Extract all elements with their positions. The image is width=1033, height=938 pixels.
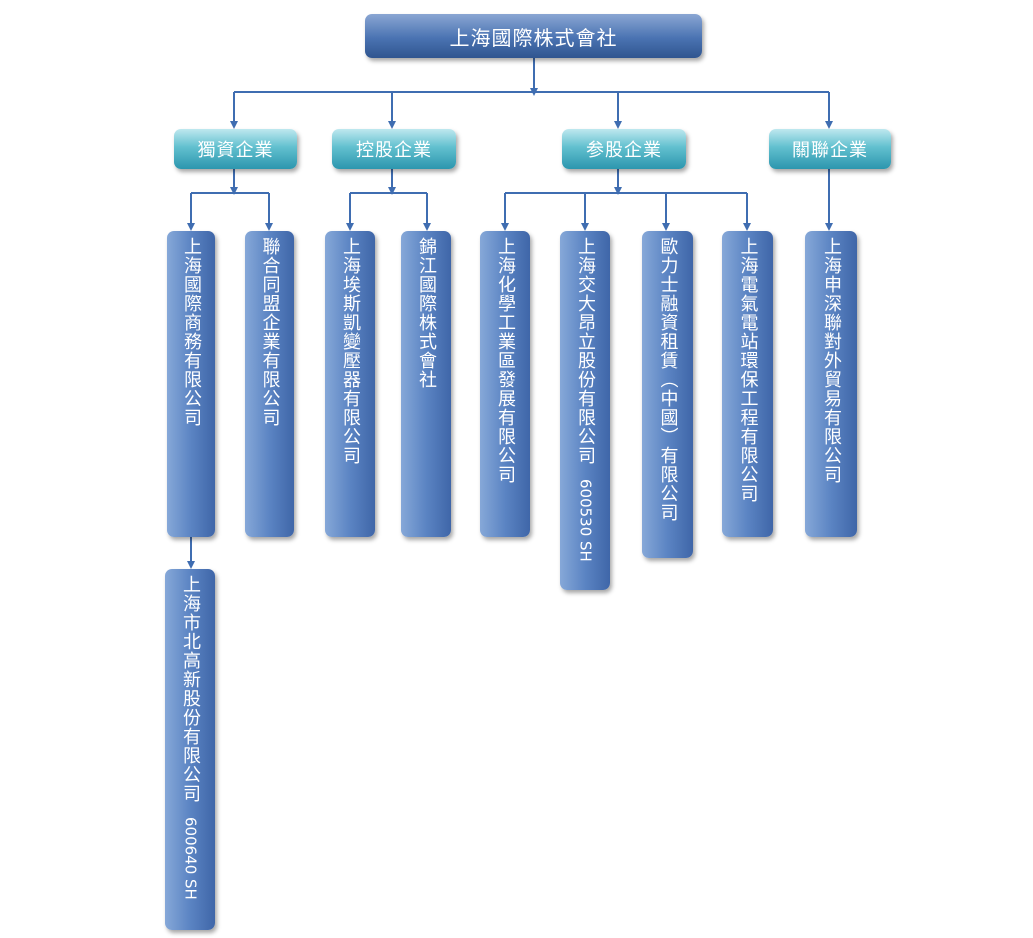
company-node-c5: 上海化學工業區發展有限公司	[480, 231, 530, 537]
company-node-c1: 上海國際商務有限公司	[167, 231, 215, 537]
company-node-c3: 上海埃斯凱變壓器有限公司	[325, 231, 375, 537]
category-label: 控股企業	[356, 140, 432, 161]
company-name: 聯合同盟企業有限公司	[259, 237, 281, 427]
company-node-c6: 上海交大昂立股份有限公司 600530 SH	[560, 231, 610, 590]
company-node-c4: 錦江國際株式會社	[401, 231, 451, 537]
stock-code: 600640 SH	[181, 817, 200, 900]
root-node: 上海國際株式會社	[365, 14, 702, 58]
company-node-c7: 歐力士融資租賃（中國）有限公司	[642, 231, 693, 558]
company-name: 上海電氣電站環保工程有限公司	[737, 237, 759, 503]
company-node-c10: 上海市北高新股份有限公司 600640 SH	[165, 569, 215, 930]
company-name: 上海國際商務有限公司	[181, 237, 202, 427]
company-node-c8: 上海電氣電站環保工程有限公司	[722, 231, 773, 537]
category-equity-participation: 参股企業	[562, 129, 686, 169]
category-label: 獨資企業	[197, 140, 274, 161]
category-label: 参股企業	[586, 140, 662, 161]
root-label: 上海國際株式會社	[449, 25, 618, 50]
stock-code: 600530 SH	[576, 479, 595, 562]
company-node-c9: 上海申深聯對外貿易有限公司	[805, 231, 857, 537]
category-affiliated: 關聯企業	[769, 129, 891, 169]
category-label: 關聯企業	[792, 140, 868, 161]
company-name: 上海市北高新股份有限公司	[180, 575, 201, 803]
company-name: 上海埃斯凱變壓器有限公司	[340, 237, 361, 465]
company-name: 歐力士融資租賃（中國）有限公司	[657, 237, 679, 522]
company-name: 錦江國際株式會社	[416, 237, 437, 389]
company-node-c2: 聯合同盟企業有限公司	[245, 231, 294, 537]
category-wholly-owned: 獨資企業	[174, 129, 297, 169]
company-name: 上海申深聯對外貿易有限公司	[821, 237, 842, 484]
company-name: 上海化學工業區發展有限公司	[495, 237, 516, 484]
company-name: 上海交大昂立股份有限公司	[575, 237, 596, 465]
category-holding: 控股企業	[332, 129, 456, 169]
